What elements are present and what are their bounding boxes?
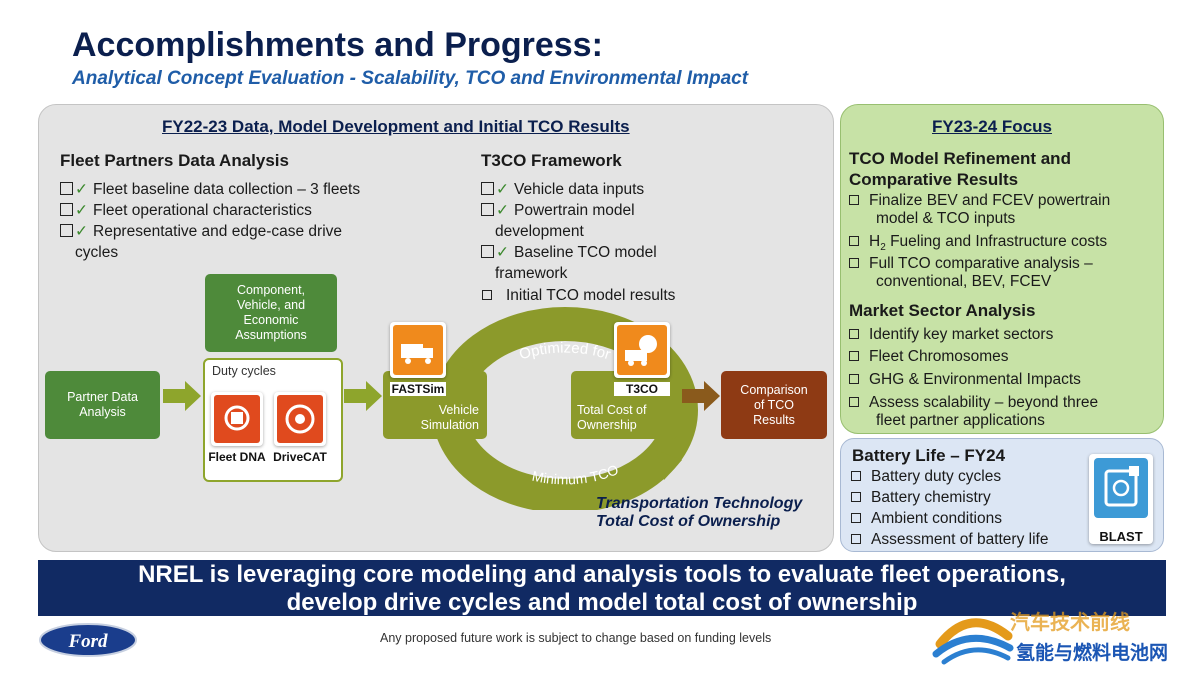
fleet-item-1: ✓Fleet baseline data collection – 3 flee…: [60, 180, 460, 200]
arrow-right-icon: [344, 381, 382, 411]
tco-item-2: H2 Fueling and Infrastructure costs: [849, 233, 1161, 257]
checkbox-icon: [60, 203, 73, 216]
watermark-logo: [932, 618, 1014, 665]
partner-data-box: Partner Data Analysis: [45, 371, 160, 439]
checkbox-icon: [482, 290, 492, 300]
fy23-24-panel: [840, 104, 1164, 434]
checkmark-icon: ✓: [75, 223, 88, 240]
fleet-dna-label: Fleet DNA: [208, 450, 266, 464]
battery-item-2: Battery chemistry: [851, 489, 991, 507]
fastsim-icon: [393, 325, 443, 375]
comparison-box: Comparison of TCO Results: [721, 371, 827, 439]
tt-label: Transportation Technology Total Cost of …: [596, 495, 803, 530]
fleet-dna-icon: [214, 395, 260, 443]
market-item-1: Identify key market sectors: [849, 326, 1161, 344]
t3co-tile: [614, 322, 670, 378]
checkbox-icon: [849, 329, 859, 339]
checkbox-icon: [849, 258, 859, 268]
blast-tile: BLAST: [1089, 454, 1153, 544]
checkbox-icon: [481, 245, 494, 258]
checkbox-icon: [849, 374, 859, 384]
drivecat-label: DriveCAT: [273, 450, 327, 464]
summary-banner: NREL is leveraging core modeling and ana…: [38, 560, 1166, 616]
blast-label: BLAST: [1099, 529, 1143, 544]
fastsim-tile: [390, 322, 446, 378]
checkbox-icon: [481, 182, 494, 195]
blast-battery-icon: [1094, 458, 1148, 518]
checkbox-icon: [60, 182, 73, 195]
market-item-3: GHG & Environmental Impacts: [849, 371, 1161, 389]
fleet-item-3: ✓Representative and edge-case drive: [60, 222, 460, 242]
svg-text:Ford: Ford: [67, 631, 108, 652]
checkbox-icon: [849, 351, 859, 361]
t3co-app-label: T3CO: [614, 382, 670, 396]
market-item-2: Fleet Chromosomes: [849, 348, 1161, 366]
battery-item-4: Assessment of battery life: [851, 531, 1048, 549]
funding-footnote: Any proposed future work is subject to c…: [380, 631, 772, 645]
market-item-4: Assess scalability – beyond three fleet …: [849, 394, 1161, 430]
checkbox-icon: [60, 224, 73, 237]
duty-cycles-label: Duty cycles: [212, 364, 276, 378]
checkbox-icon: [849, 195, 859, 205]
checkmark-icon: ✓: [496, 181, 509, 198]
checkmark-icon: ✓: [496, 244, 509, 261]
battery-item-1: Battery duty cycles: [851, 468, 1001, 486]
checkbox-icon: [851, 492, 861, 502]
t3co-item-1: ✓Vehicle data inputs: [481, 180, 781, 200]
checkbox-icon: [851, 471, 861, 481]
fleet-dna-tile: [211, 392, 263, 446]
watermark-top-text: 汽车技术前线: [1010, 612, 1130, 634]
fy22-23-heading: FY22-23 Data, Model Development and Init…: [162, 117, 630, 136]
page-subtitle: Analytical Concept Evaluation - Scalabil…: [72, 68, 749, 89]
fleet-partners-heading: Fleet Partners Data Analysis: [60, 151, 289, 170]
checkmark-icon: ✓: [496, 202, 509, 219]
tco-item-1: Finalize BEV and FCEV powertrain model &…: [849, 192, 1161, 228]
checkbox-icon: [849, 236, 859, 246]
checkbox-icon: [481, 203, 494, 216]
t3co-item-2: ✓Powertrain model: [481, 201, 781, 221]
checkmark-icon: ✓: [75, 181, 88, 198]
t3co-item-3-cont: framework: [495, 265, 568, 282]
loop-arrowhead-bottom: [656, 450, 682, 480]
svg-text:Optimized for: Optimized for: [517, 339, 612, 363]
fastsim-label: FASTSim: [390, 382, 446, 396]
ford-logo: Ford: [39, 623, 137, 657]
checkbox-icon: [851, 513, 861, 523]
optimized-for-label: Optimized for: [517, 339, 612, 363]
t3co-icon: [617, 325, 667, 375]
checkbox-icon: [851, 534, 861, 544]
market-sector-heading: Market Sector Analysis: [849, 301, 1036, 320]
optimization-loop-diagram: Optimized for Minimum TCO: [432, 307, 698, 510]
t3co-item-2-cont: development: [495, 223, 584, 240]
drivecat-tile: [274, 392, 326, 446]
arrow-right-icon: [682, 381, 720, 411]
t3co-heading: T3CO Framework: [481, 151, 622, 170]
arrow-right-icon: [163, 381, 201, 411]
tco-item-3: Full TCO comparative analysis – conventi…: [849, 255, 1161, 291]
battery-item-3: Ambient conditions: [851, 510, 1002, 528]
fy23-24-heading: FY23-24 Focus: [932, 117, 1052, 136]
page-title: Accomplishments and Progress:: [72, 26, 603, 64]
drivecat-icon: [277, 395, 323, 443]
checkmark-icon: ✓: [75, 202, 88, 219]
checkbox-icon: [849, 397, 859, 407]
watermark-text: 氢能与燃料电池网: [1016, 643, 1169, 664]
battery-life-heading: Battery Life – FY24: [852, 446, 1006, 465]
fleet-item-2: ✓Fleet operational characteristics: [60, 201, 460, 221]
t3co-item-4: Initial TCO model results: [481, 286, 781, 306]
fleet-item-3-cont: cycles: [75, 244, 119, 261]
assumptions-box: Component, Vehicle, and Economic Assumpt…: [205, 274, 337, 352]
t3co-item-3: ✓Baseline TCO model: [481, 243, 781, 263]
tco-refinement-heading: TCO Model Refinement and Comparative Res…: [849, 149, 1071, 189]
loop-arrowhead-top: [448, 342, 474, 372]
